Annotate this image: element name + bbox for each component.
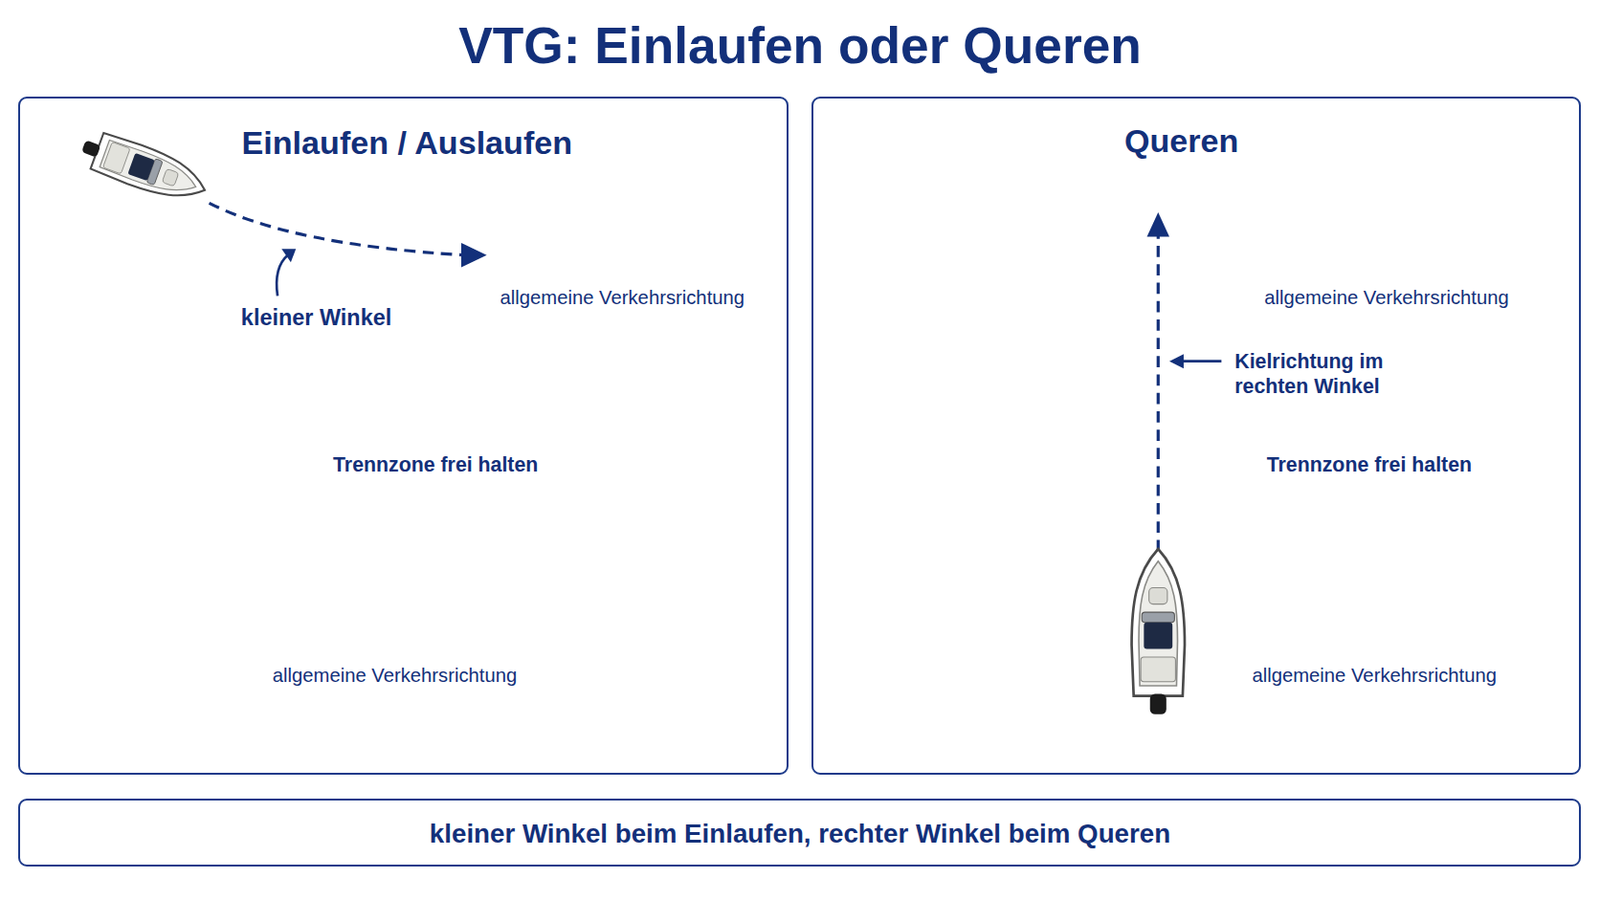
keel-label: Kielrichtung im rechten Winkel — [1234, 349, 1414, 400]
diagram-title: VTG: Einlaufen oder Queren — [458, 15, 1142, 77]
traffic-lane: allgemeine Verkehrsrichtung — [830, 584, 1557, 726]
lane-outline — [835, 203, 1560, 344]
lane-outline — [830, 584, 1557, 726]
direction-label: allgemeine Verkehrsrichtung — [1251, 664, 1497, 688]
caption-text: kleiner Winkel beim Einlaufen, rechter W… — [429, 818, 1171, 850]
panel-heading: Queren — [1124, 121, 1239, 161]
scenario-panel: Querenallgemeine VerkehrsrichtungTrennzo… — [811, 96, 1581, 776]
direction-label: allgemeine Verkehrsrichtung — [1264, 286, 1510, 310]
lane-outline — [39, 584, 775, 726]
scenario-panel: Einlaufen / Auslaufen allgemeine Verkehrs… — [18, 96, 789, 776]
traffic-lane: allgemeine Verkehrsrichtung — [39, 584, 775, 726]
panel-heading: Einlaufen / Auslaufen — [242, 123, 574, 163]
angle-label: kleiner Winkel — [241, 304, 392, 332]
zone-label: Trennzone frei halten — [1266, 453, 1472, 479]
zone-label: Trennzone frei halten — [333, 453, 538, 479]
direction-label: allgemeine Verkehrsrichtung — [272, 664, 518, 688]
direction-label: allgemeine Verkehrsrichtung — [500, 286, 746, 310]
separation-zone: Trennzone frei halten — [30, 402, 781, 530]
lane-outline — [44, 203, 780, 344]
separation-zone: Trennzone frei halten — [822, 402, 1572, 530]
traffic-lane: allgemeine Verkehrsrichtung — [44, 203, 780, 344]
traffic-lane: allgemeine Verkehrsrichtung — [835, 203, 1560, 344]
